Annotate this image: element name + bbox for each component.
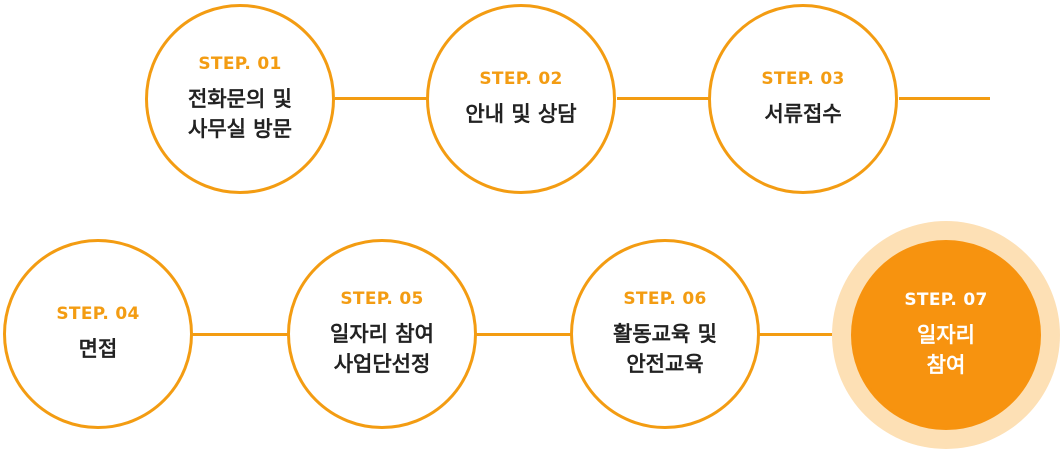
step-label: STEP. 05	[340, 288, 424, 309]
step-02-circle: STEP. 02 안내 및 상담	[426, 4, 616, 194]
step-title: 전화문의 및 사무실 방문	[188, 86, 292, 141]
step-title: 안내 및 상담	[465, 101, 577, 126]
step-title: 일자리 참여 사업단선정	[330, 321, 434, 376]
step-01-circle: STEP. 01 전화문의 및 사무실 방문	[145, 4, 335, 194]
step-label: STEP. 03	[761, 68, 845, 89]
connector-line	[759, 333, 851, 336]
step-label: STEP. 04	[56, 303, 140, 324]
step-label: STEP. 06	[623, 288, 707, 309]
step-label: STEP. 01	[198, 53, 282, 74]
connector-line	[476, 333, 572, 336]
connector-line	[192, 333, 289, 336]
step-title: 서류접수	[764, 101, 842, 126]
step-label: STEP. 07	[904, 289, 988, 310]
step-title: 면접	[78, 336, 118, 361]
step-07-circle: STEP. 07 일자리 참여	[851, 240, 1041, 430]
step-title: 활동교육 및 안전교육	[613, 321, 717, 376]
connector-line	[617, 97, 709, 100]
step-03-circle: STEP. 03 서류접수	[708, 4, 898, 194]
step-label: STEP. 02	[479, 68, 563, 89]
step-05-circle: STEP. 05 일자리 참여 사업단선정	[287, 239, 477, 429]
step-04-circle: STEP. 04 면접	[3, 239, 193, 429]
connector-line	[335, 97, 427, 100]
connector-line	[899, 97, 990, 100]
step-title: 일자리 참여	[917, 322, 975, 377]
step-06-circle: STEP. 06 활동교육 및 안전교육	[570, 239, 760, 429]
